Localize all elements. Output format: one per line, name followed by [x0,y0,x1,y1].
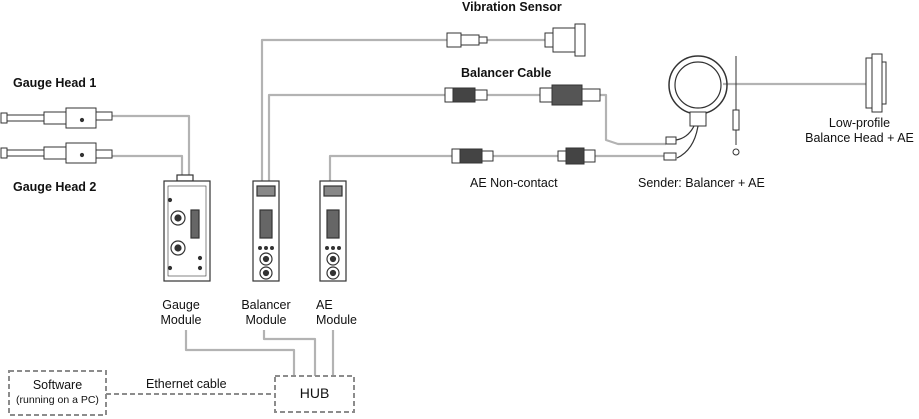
ae-module-icon [319,180,347,282]
balance-head-icon [865,53,887,113]
ae-cable-connector-right-icon [557,147,596,165]
balancer-hub-cable [262,330,317,376]
balancer-cable-label: Balancer Cable [461,66,552,80]
balancer-module-label-line2: Module [245,313,287,327]
gauge-module-icon [163,174,211,282]
gauge-hub-cable [184,330,296,376]
balance-head-label: Low-profile Balance Head + AE [800,116,919,146]
gauge-head-1-icon [0,107,113,129]
balance-head-label-line2: Balance Head + AE [805,131,914,145]
gauge-head-2-cable [112,154,184,178]
ae-non-contact-label: AE Non-contact [470,176,558,190]
software-box [8,370,107,416]
ae-module-label-line1: AE [316,298,333,312]
ae-cable-connector-left-icon [451,148,494,164]
gauge-module-label-line2: Module [160,313,202,327]
software-label-line1: Software [32,378,83,392]
gauge-module-label-line1: Gauge [162,298,200,312]
balancer-module-label: Balancer Module [235,298,297,328]
gauge-head-2-icon [0,142,113,164]
ethernet-cable-label: Ethernet cable [146,377,227,391]
sender-ring-icon [663,55,740,161]
balance-head-label-line1: Low-profile [828,116,891,130]
ae-cable [328,154,664,182]
sender-label: Sender: Balancer + AE [638,176,765,190]
vibration-sensor-icon [544,23,586,57]
gauge-head-1-cable [112,114,191,178]
software-label: Software (running on a PC) [9,378,106,408]
balancer-module-icon [252,180,280,282]
gauge-head-1-label: Gauge Head 1 [13,76,97,90]
balancer-cable-connector-right-icon [539,84,601,106]
vibration-sensor-cable [260,38,545,182]
vibration-sensor-label: Vibration Sensor [462,0,562,14]
balancer-module-label-line1: Balancer [241,298,291,312]
ae-module-label: AE Module [316,298,357,328]
balancer-cable-connector-left-icon [444,87,488,103]
gauge-head-2-label: Gauge Head 2 [13,180,97,194]
balancer-cable [267,93,666,182]
ae-module-label-line2: Module [316,313,357,327]
software-label-line2: (running on a PC) [16,394,99,406]
hub-label: HUB [299,385,330,401]
vibration-cable-connector-icon [446,32,488,48]
gauge-module-label: Gauge Module [150,298,212,328]
